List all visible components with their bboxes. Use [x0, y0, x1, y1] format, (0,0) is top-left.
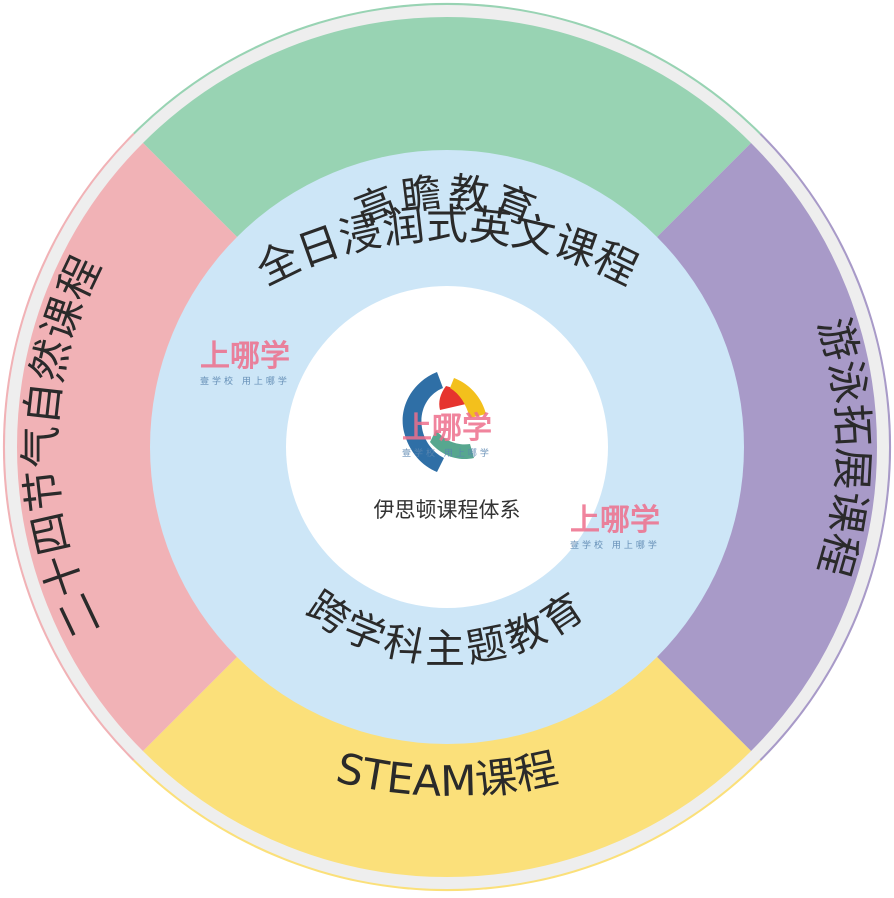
svg-text:壹学校 用上哪学: 壹学校 用上哪学	[200, 375, 290, 387]
school-logo-icon	[402, 372, 486, 472]
center-title: 伊思顿课程体系	[374, 498, 521, 522]
svg-text:壹学校 用上哪学: 壹学校 用上哪学	[570, 539, 660, 551]
watermark-center: 上哪学 壹学校 用上哪学	[402, 411, 492, 459]
svg-text:上哪学: 上哪学	[570, 503, 660, 538]
sector-rim-mask	[5, 5, 889, 889]
svg-text:上哪学: 上哪学	[200, 339, 290, 374]
watermark-left: 上哪学 壹学校 用上哪学	[200, 339, 290, 387]
svg-text:上哪学: 上哪学	[402, 411, 492, 446]
watermark-right: 上哪学 壹学校 用上哪学	[570, 503, 660, 551]
svg-text:壹学校 用上哪学: 壹学校 用上哪学	[402, 447, 492, 459]
